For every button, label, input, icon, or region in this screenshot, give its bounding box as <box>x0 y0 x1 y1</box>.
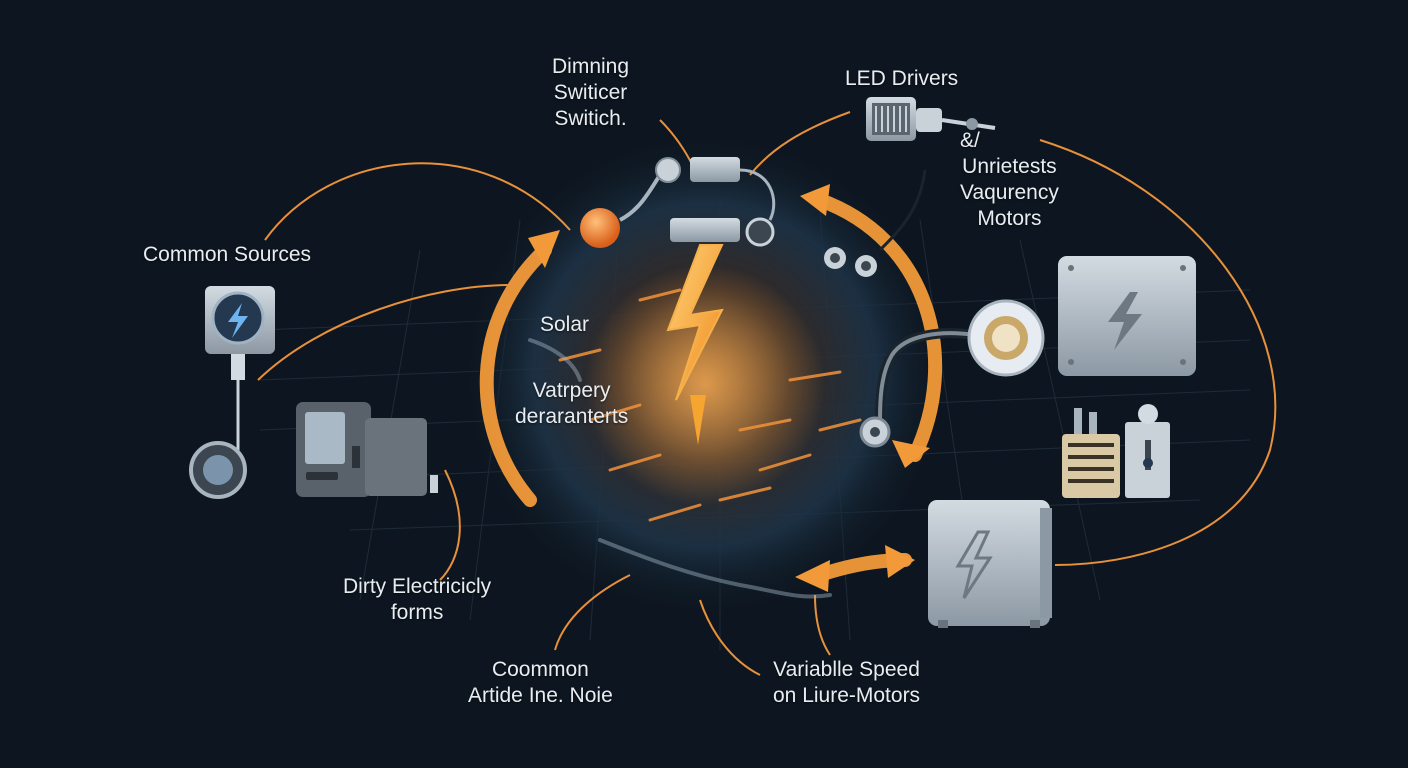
power-outlet-icon <box>189 286 275 499</box>
label-variable-speed: Variablle Speed on Liure-Motors <box>773 658 921 707</box>
heater-coil-icon <box>1062 404 1170 498</box>
arrow-right-arc <box>813 193 943 462</box>
dimmer-switch-icon <box>655 157 776 247</box>
label-led-drivers: LED Drivers <box>845 67 959 90</box>
electrical-cabinet-icon <box>1058 256 1196 376</box>
gauge-dial-icon <box>967 299 1045 377</box>
label-dirty-electricity: Dirty Electricicly forms <box>343 575 492 624</box>
arrow-left-arc <box>479 243 552 507</box>
central-core-glow <box>585 265 825 505</box>
label-common-sources: Common Sources <box>143 243 312 266</box>
lightning-bolt-icon <box>666 244 724 401</box>
led-driver-icon <box>866 97 996 141</box>
arrowheads <box>528 184 930 592</box>
meter-device-icon <box>296 402 438 497</box>
label-dimming-switch: Dimning Switicer Switich. <box>552 55 630 130</box>
coil-plug-icon <box>859 328 976 448</box>
bolt-tail <box>690 395 706 445</box>
orange-node-icon <box>580 173 662 248</box>
power-box-icon <box>928 500 1052 628</box>
label-motors-top: &/ Unrietests Vaqurency Motors <box>960 129 1059 230</box>
energy-dashes <box>558 288 862 522</box>
label-center-variants: Vatrpery deraranterts <box>515 379 629 428</box>
label-common-noise: Coommon Artide Ine. Noie <box>468 658 613 707</box>
motor-fan-icon <box>824 169 927 277</box>
label-solar: Solar <box>540 313 590 336</box>
leader-lines <box>257 111 1277 676</box>
smoke-wisps <box>528 338 832 599</box>
